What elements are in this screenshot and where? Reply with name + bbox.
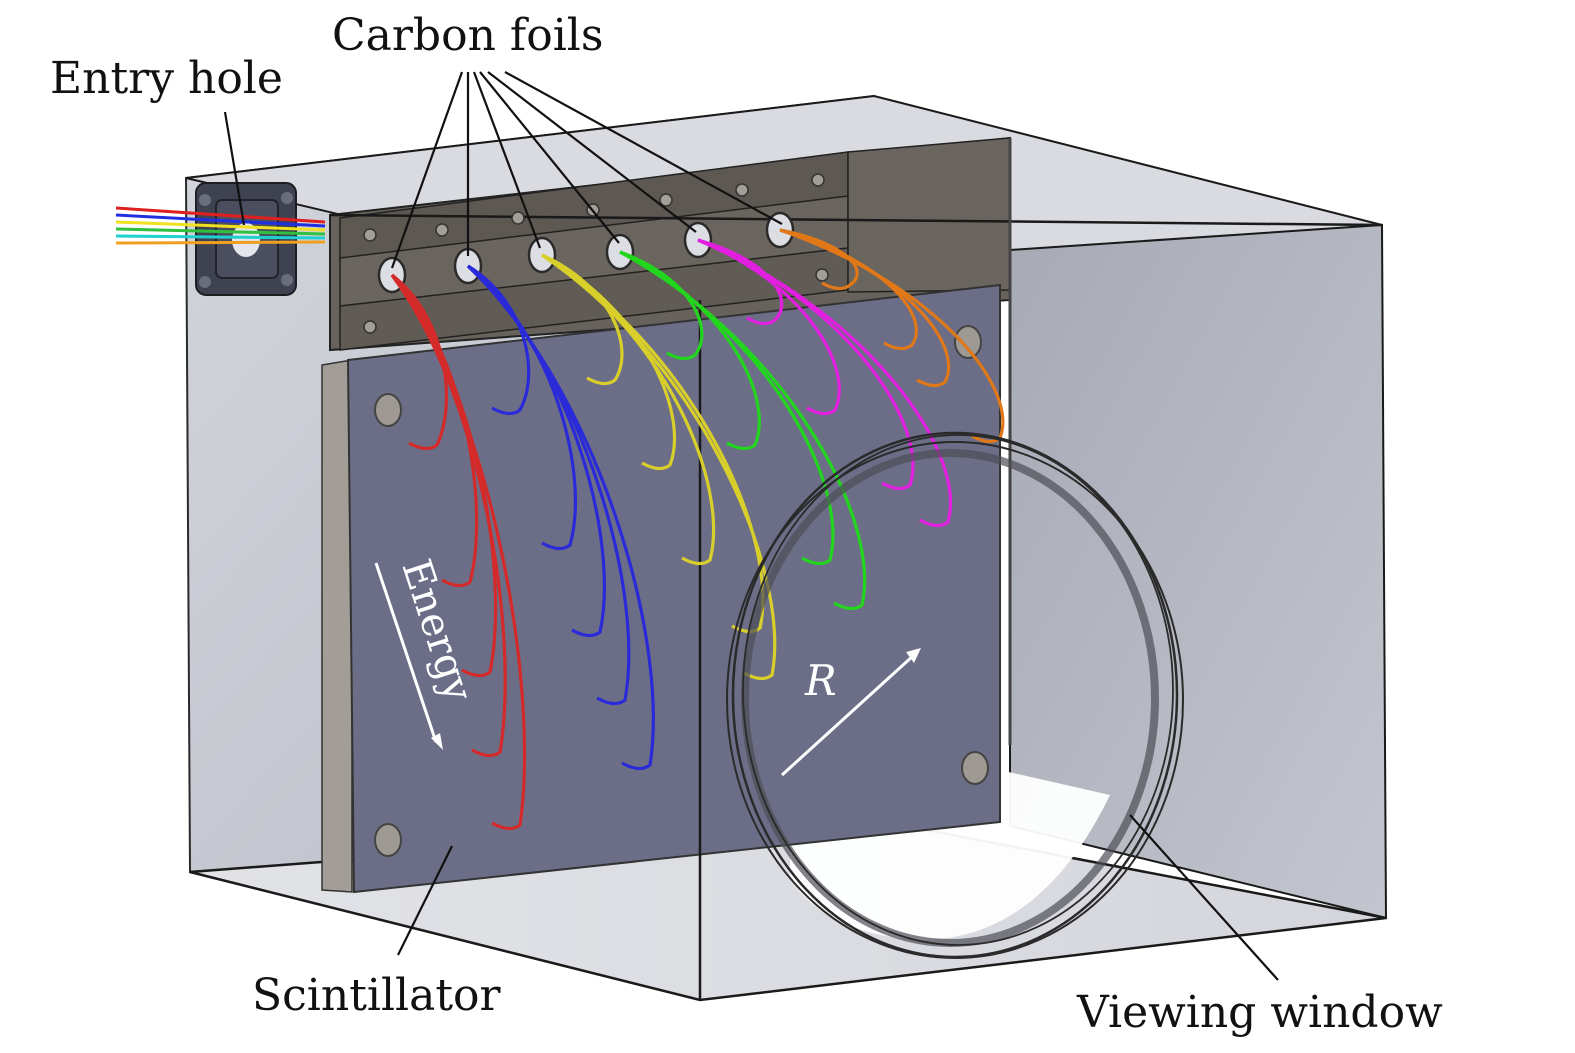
trajectory-4-1	[619, 250, 704, 361]
viewing-window	[726, 431, 1184, 959]
trajectory-1-5	[390, 274, 527, 831]
bracket-right-block	[847, 137, 1011, 293]
carbon-foils-label: Carbon foils	[332, 10, 603, 61]
beam-line-2	[115, 213, 326, 228]
bracket-bolts	[363, 173, 829, 334]
trajectory-1-3	[390, 273, 498, 678]
scintillator-label: Scintillator	[252, 970, 501, 1021]
trajectory-6-4	[779, 228, 1005, 444]
trajectory-2-1	[467, 264, 531, 416]
scintillator-rail	[321, 359, 353, 893]
scintillator-plate	[346, 283, 1001, 894]
beam-line-6	[115, 240, 326, 245]
trajectory-5-2	[697, 238, 841, 416]
incoming-beam	[115, 206, 326, 245]
trajectory-2-5	[466, 264, 655, 771]
radius-arrow	[780, 648, 921, 777]
trajectory-1-1	[391, 273, 448, 451]
beam-line-1	[115, 206, 326, 224]
scintillator-screws	[374, 325, 989, 857]
beam-line-3	[115, 220, 326, 232]
beam-line-5	[115, 234, 326, 240]
box-top-front-edge	[329, 213, 1383, 227]
leader-lines	[223, 71, 1279, 981]
trajectory-5-1	[697, 238, 784, 326]
beam-line-4	[115, 227, 326, 236]
viewing-window-label: Viewing window	[1076, 987, 1443, 1038]
entry-hole-label: Entry hole	[50, 53, 283, 104]
trajectory-4-4	[619, 250, 867, 611]
radius-label: R	[804, 656, 837, 705]
trajectory-6-1	[779, 228, 859, 291]
energy-arrow	[374, 562, 443, 750]
